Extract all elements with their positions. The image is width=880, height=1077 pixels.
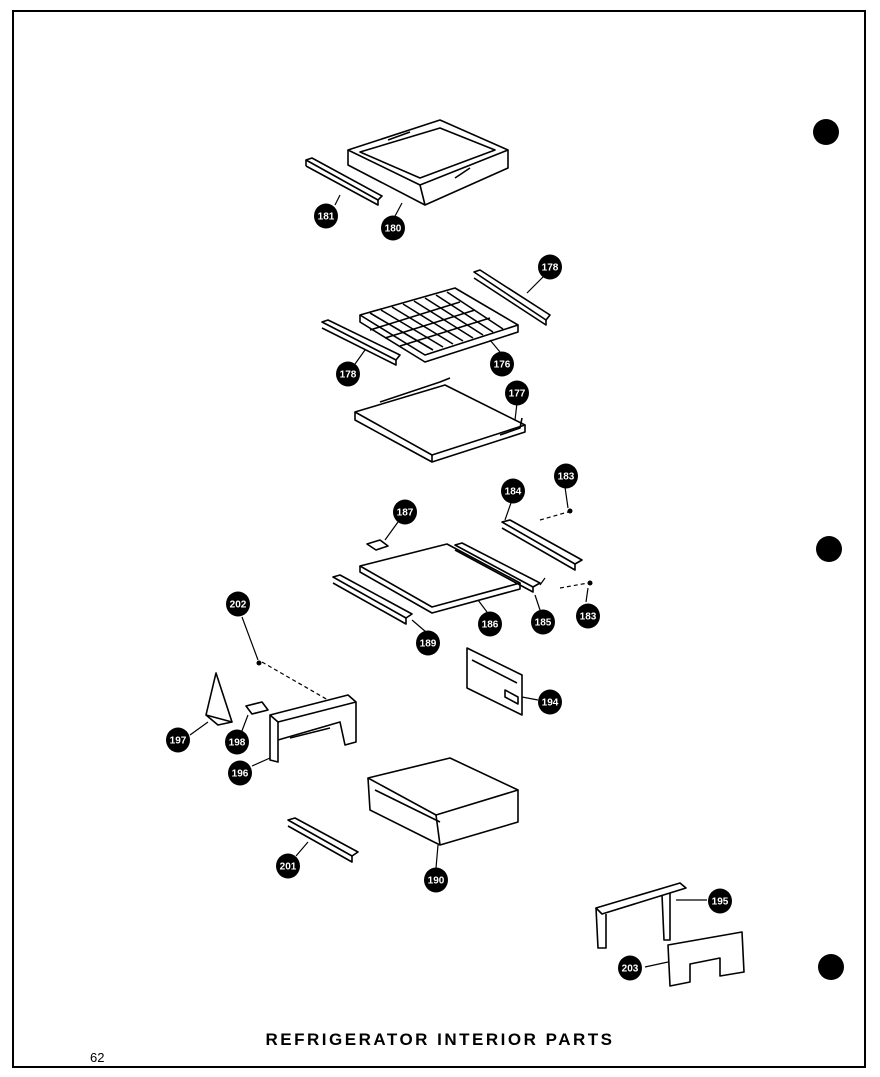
side-rail [332, 574, 413, 625]
damper-flap [205, 672, 233, 726]
screw [256, 660, 262, 666]
callout-label: 186 [482, 620, 499, 631]
callout-balloon-190 [424, 867, 448, 893]
callout-balloon-176 [490, 351, 514, 377]
shelf-frame [354, 377, 526, 463]
callout-label: 196 [232, 769, 249, 780]
callout-label: 180 [385, 224, 402, 235]
callout-balloon-185 [531, 609, 555, 635]
callout-label: 202 [230, 600, 247, 611]
callout-balloon-178 [538, 254, 562, 280]
screw [567, 508, 573, 514]
callout-label: 178 [340, 370, 357, 381]
callout-label: 183 [558, 472, 575, 483]
callout-label: 198 [229, 738, 246, 749]
binder-hole [816, 536, 842, 562]
binder-hole [813, 119, 839, 145]
knob-bracket [245, 701, 269, 715]
callout-label: 184 [505, 487, 522, 498]
clip [366, 539, 389, 551]
callout-balloon-181 [314, 203, 338, 229]
page-border [12, 10, 866, 1068]
callout-balloon-203 [618, 955, 642, 981]
callout-balloon-195 [708, 888, 732, 914]
shelf-support-left [321, 319, 401, 366]
crisper-drawer-top [347, 119, 509, 206]
callout-balloon-189 [416, 630, 440, 656]
callout-label: 203 [622, 964, 639, 975]
callout-label: 187 [397, 508, 414, 519]
callout-balloon-201 [276, 853, 300, 879]
glass-shelf-panel [359, 543, 521, 614]
callout-balloon-184 [501, 478, 525, 504]
callout-label: 197 [170, 736, 187, 747]
mounting-bracket [595, 882, 687, 949]
crisper-drawer-bottom [367, 757, 519, 846]
callout-balloon-202 [226, 591, 250, 617]
drawer-rail-bottom [287, 817, 359, 863]
callout-balloon-198 [225, 729, 249, 755]
page-title: REFRIGERATOR INTERIOR PARTS [265, 1030, 615, 1049]
drawer-front-panel [466, 647, 523, 716]
cover-plate [667, 931, 745, 987]
screw [587, 580, 593, 586]
callout-balloon-183 [554, 463, 578, 489]
callout-balloon-183 [576, 603, 600, 629]
callout-balloon-180 [381, 215, 405, 241]
callout-label: 201 [280, 862, 297, 873]
callout-label: 181 [318, 212, 335, 223]
callout-balloon-186 [478, 611, 502, 637]
drawer-rail-top [305, 157, 383, 206]
callout-label: 189 [420, 639, 437, 650]
page-number: 62 [90, 1050, 105, 1065]
callout-label: 176 [494, 360, 511, 371]
callout-balloon-196 [228, 760, 252, 786]
callout-label: 195 [712, 897, 729, 908]
callout-balloon-194 [538, 689, 562, 715]
callout-balloon-178 [336, 361, 360, 387]
shelf-channel [501, 519, 583, 571]
callout-label: 194 [542, 698, 559, 709]
callout-balloon-177 [505, 380, 529, 406]
callout-label: 178 [542, 263, 559, 274]
callout-label: 183 [580, 612, 597, 623]
shelf-support-right [473, 269, 551, 326]
front-trim-strip [454, 542, 541, 593]
wire-shelf [359, 287, 519, 363]
binder-hole [818, 954, 844, 980]
callout-balloon-187 [393, 499, 417, 525]
control-housing [269, 694, 357, 763]
callout-label: 177 [509, 389, 526, 400]
callout-label: 190 [428, 876, 445, 887]
callout-balloon-197 [166, 727, 190, 753]
callout-label: 185 [535, 618, 552, 629]
